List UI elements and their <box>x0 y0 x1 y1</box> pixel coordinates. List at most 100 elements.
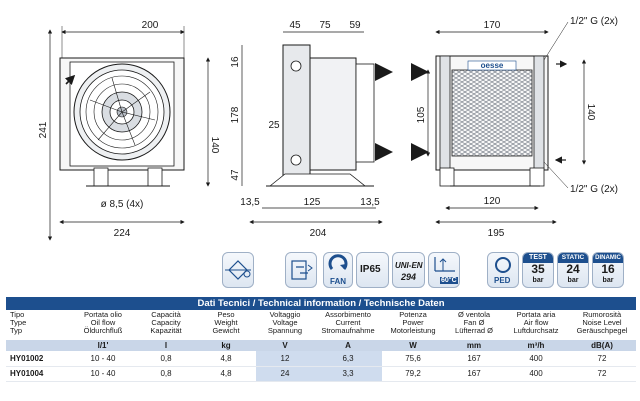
table-cell: 0,8 <box>136 366 196 382</box>
dim-side-inner: 25 <box>268 120 280 131</box>
table-cell: 75,6 <box>382 351 444 367</box>
dim-rear-height-left: 105 <box>416 106 427 123</box>
table-cell: 167 <box>444 351 504 367</box>
column-header-line: Tipo <box>10 310 25 319</box>
column-header-line: Gewicht <box>212 326 240 335</box>
table-cell: 0,8 <box>136 351 196 367</box>
dim-side-total: 204 <box>310 228 327 239</box>
dim-side-left-2: 178 <box>230 106 241 123</box>
column-header-line: Weight <box>214 318 238 327</box>
table-cell: 400 <box>504 351 568 367</box>
unit-cell: W <box>382 340 444 351</box>
side-view: 45 75 59 16 178 47 25 13,5 125 13,5 204 <box>230 20 393 239</box>
ip-rating-icon: IP65 <box>356 252 389 288</box>
column-header-line: Geräuschpegel <box>576 326 628 335</box>
dim-hole-note: ø 8,5 (4x) <box>101 199 144 210</box>
dim-front-width-bottom: 224 <box>114 228 131 239</box>
temperature-icon: 60°C <box>428 252 460 288</box>
unit-cell: l/1' <box>70 340 136 351</box>
column-header-line: Portata olio <box>84 310 122 319</box>
table-cell: 6,3 <box>314 351 382 367</box>
static-value: 24 <box>566 262 580 276</box>
unit-cell: kg <box>196 340 256 351</box>
unit-cell: mm <box>444 340 504 351</box>
dim-rear-width-mid: 120 <box>484 196 501 207</box>
column-header-line: Lüfterrad Ø <box>455 326 493 335</box>
dim-side-bottom-2: 125 <box>304 197 321 208</box>
table-title: Dati Tecnici / Technical information / T… <box>6 297 636 310</box>
table-cell: 72 <box>568 366 636 382</box>
column-header-line: Öldurchfluß <box>83 326 123 335</box>
technical-drawing: 200 241 140 ø 8,5 (4x) 224 45 75 59 <box>38 16 618 241</box>
dim-side-top-1: 45 <box>289 20 301 31</box>
dim-side-bottom-1: 13,5 <box>240 197 260 208</box>
table-cell: 167 <box>444 366 504 382</box>
column-header-line: Noise Level <box>582 318 622 327</box>
column-header-line: Potenza <box>399 310 427 319</box>
table-cell: 4,8 <box>196 351 256 367</box>
ped-icon: PED <box>487 252 519 288</box>
column-header-line: Fan Ø <box>463 318 485 327</box>
dim-side-bottom-3: 13,5 <box>360 197 380 208</box>
ip-label: IP65 <box>360 264 381 275</box>
table-cell: 79,2 <box>382 366 444 382</box>
test-unit: bar <box>532 277 544 284</box>
dim-side-top-2: 75 <box>319 20 331 31</box>
static-label: STATIC <box>558 253 588 263</box>
table-cell: 4,8 <box>196 366 256 382</box>
table-cell: 72 <box>568 351 636 367</box>
static-unit: bar <box>567 277 579 284</box>
fan-icon: FAN <box>323 252 353 288</box>
table-cell: 24 <box>256 366 314 382</box>
column-header-line: Motorleistung <box>390 326 436 335</box>
temperature-label: 60°C <box>440 277 458 284</box>
column-header-line: Portata aria <box>516 310 556 319</box>
column-header-line: Kapazität <box>150 326 182 335</box>
static-pressure-icon: STATIC 24 bar <box>557 252 589 288</box>
uni-en-number: 294 <box>401 272 417 282</box>
unit-cell: l <box>136 340 196 351</box>
column-header-line: Typ <box>10 326 23 335</box>
ped-label: PED <box>494 276 511 285</box>
fan-label: FAN <box>330 277 346 286</box>
dim-side-top-3: 59 <box>349 20 361 31</box>
test-value: 35 <box>531 262 545 276</box>
unit-cell: V <box>256 340 314 351</box>
table-cell: 10 - 40 <box>70 351 136 367</box>
feature-icons: FAN IP65 UNI-EN 294 60°C PED TEST 35 bar… <box>0 252 640 292</box>
column-header-line: Voltaggio <box>269 310 301 319</box>
dynamic-pressure-icon: DINAMIC 16 bar <box>592 252 624 288</box>
dynamic-label: DINAMIC <box>593 253 623 263</box>
unit-cell: A <box>314 340 382 351</box>
column-header-line: Power <box>402 318 424 327</box>
model-code-cell: HY01002 <box>6 351 70 367</box>
column-header-line: Air flow <box>523 318 549 327</box>
table-cell: 3,3 <box>314 366 382 382</box>
column-header-line: Stromaufnahme <box>321 326 375 335</box>
column-header-line: Ø ventola <box>457 310 491 319</box>
column-header-line: Capacity <box>151 318 181 327</box>
unit-cell: dB(A) <box>568 340 636 351</box>
column-header-line: Type <box>10 318 27 327</box>
dim-rear-height-right: 140 <box>585 104 596 121</box>
dim-front-width-top: 200 <box>142 20 159 31</box>
brand-label: oesse <box>481 61 504 70</box>
dim-side-left-1: 16 <box>230 56 241 68</box>
port-note-bottom: 1/2" G (2x) <box>570 184 618 195</box>
column-header-line: Capacità <box>151 310 181 319</box>
port-note-top: 1/2" G (2x) <box>570 16 618 27</box>
flow-direction-icon <box>285 252 317 288</box>
front-view: 200 241 140 ø 8,5 (4x) 224 <box>38 20 220 241</box>
